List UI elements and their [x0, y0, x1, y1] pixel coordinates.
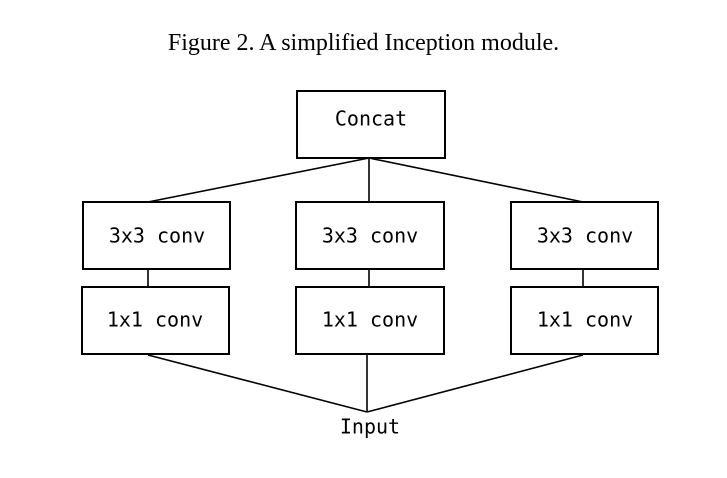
left-3x3-conv-node: 3x3 conv: [82, 201, 231, 270]
mid-1x1-conv-label: 1x1 conv: [322, 308, 418, 332]
mid-3x3-conv-label: 3x3 conv: [322, 224, 418, 248]
edge-input-right: [366, 354, 584, 413]
right-1x1-conv-node: 1x1 conv: [510, 286, 659, 355]
edge-input-left: [147, 354, 368, 413]
input-label: Input: [340, 415, 400, 439]
mid-1x1-conv-node: 1x1 conv: [295, 286, 445, 355]
left-1x1-conv-label: 1x1 conv: [107, 308, 203, 332]
concat-node: Concat: [296, 90, 446, 159]
right-3x3-conv-label: 3x3 conv: [537, 224, 633, 248]
right-1x1-conv-label: 1x1 conv: [537, 308, 633, 332]
figure-caption: Figure 2. A simplified Inception module.: [167, 30, 560, 56]
edge-concat-left: [147, 157, 370, 203]
left-3x3-conv-label: 3x3 conv: [109, 224, 205, 248]
left-1x1-conv-node: 1x1 conv: [81, 286, 230, 355]
edge-concat-right: [368, 157, 584, 203]
mid-3x3-conv-node: 3x3 conv: [295, 201, 445, 270]
concat-label: Concat: [335, 107, 407, 131]
right-3x3-conv-node: 3x3 conv: [510, 201, 659, 270]
